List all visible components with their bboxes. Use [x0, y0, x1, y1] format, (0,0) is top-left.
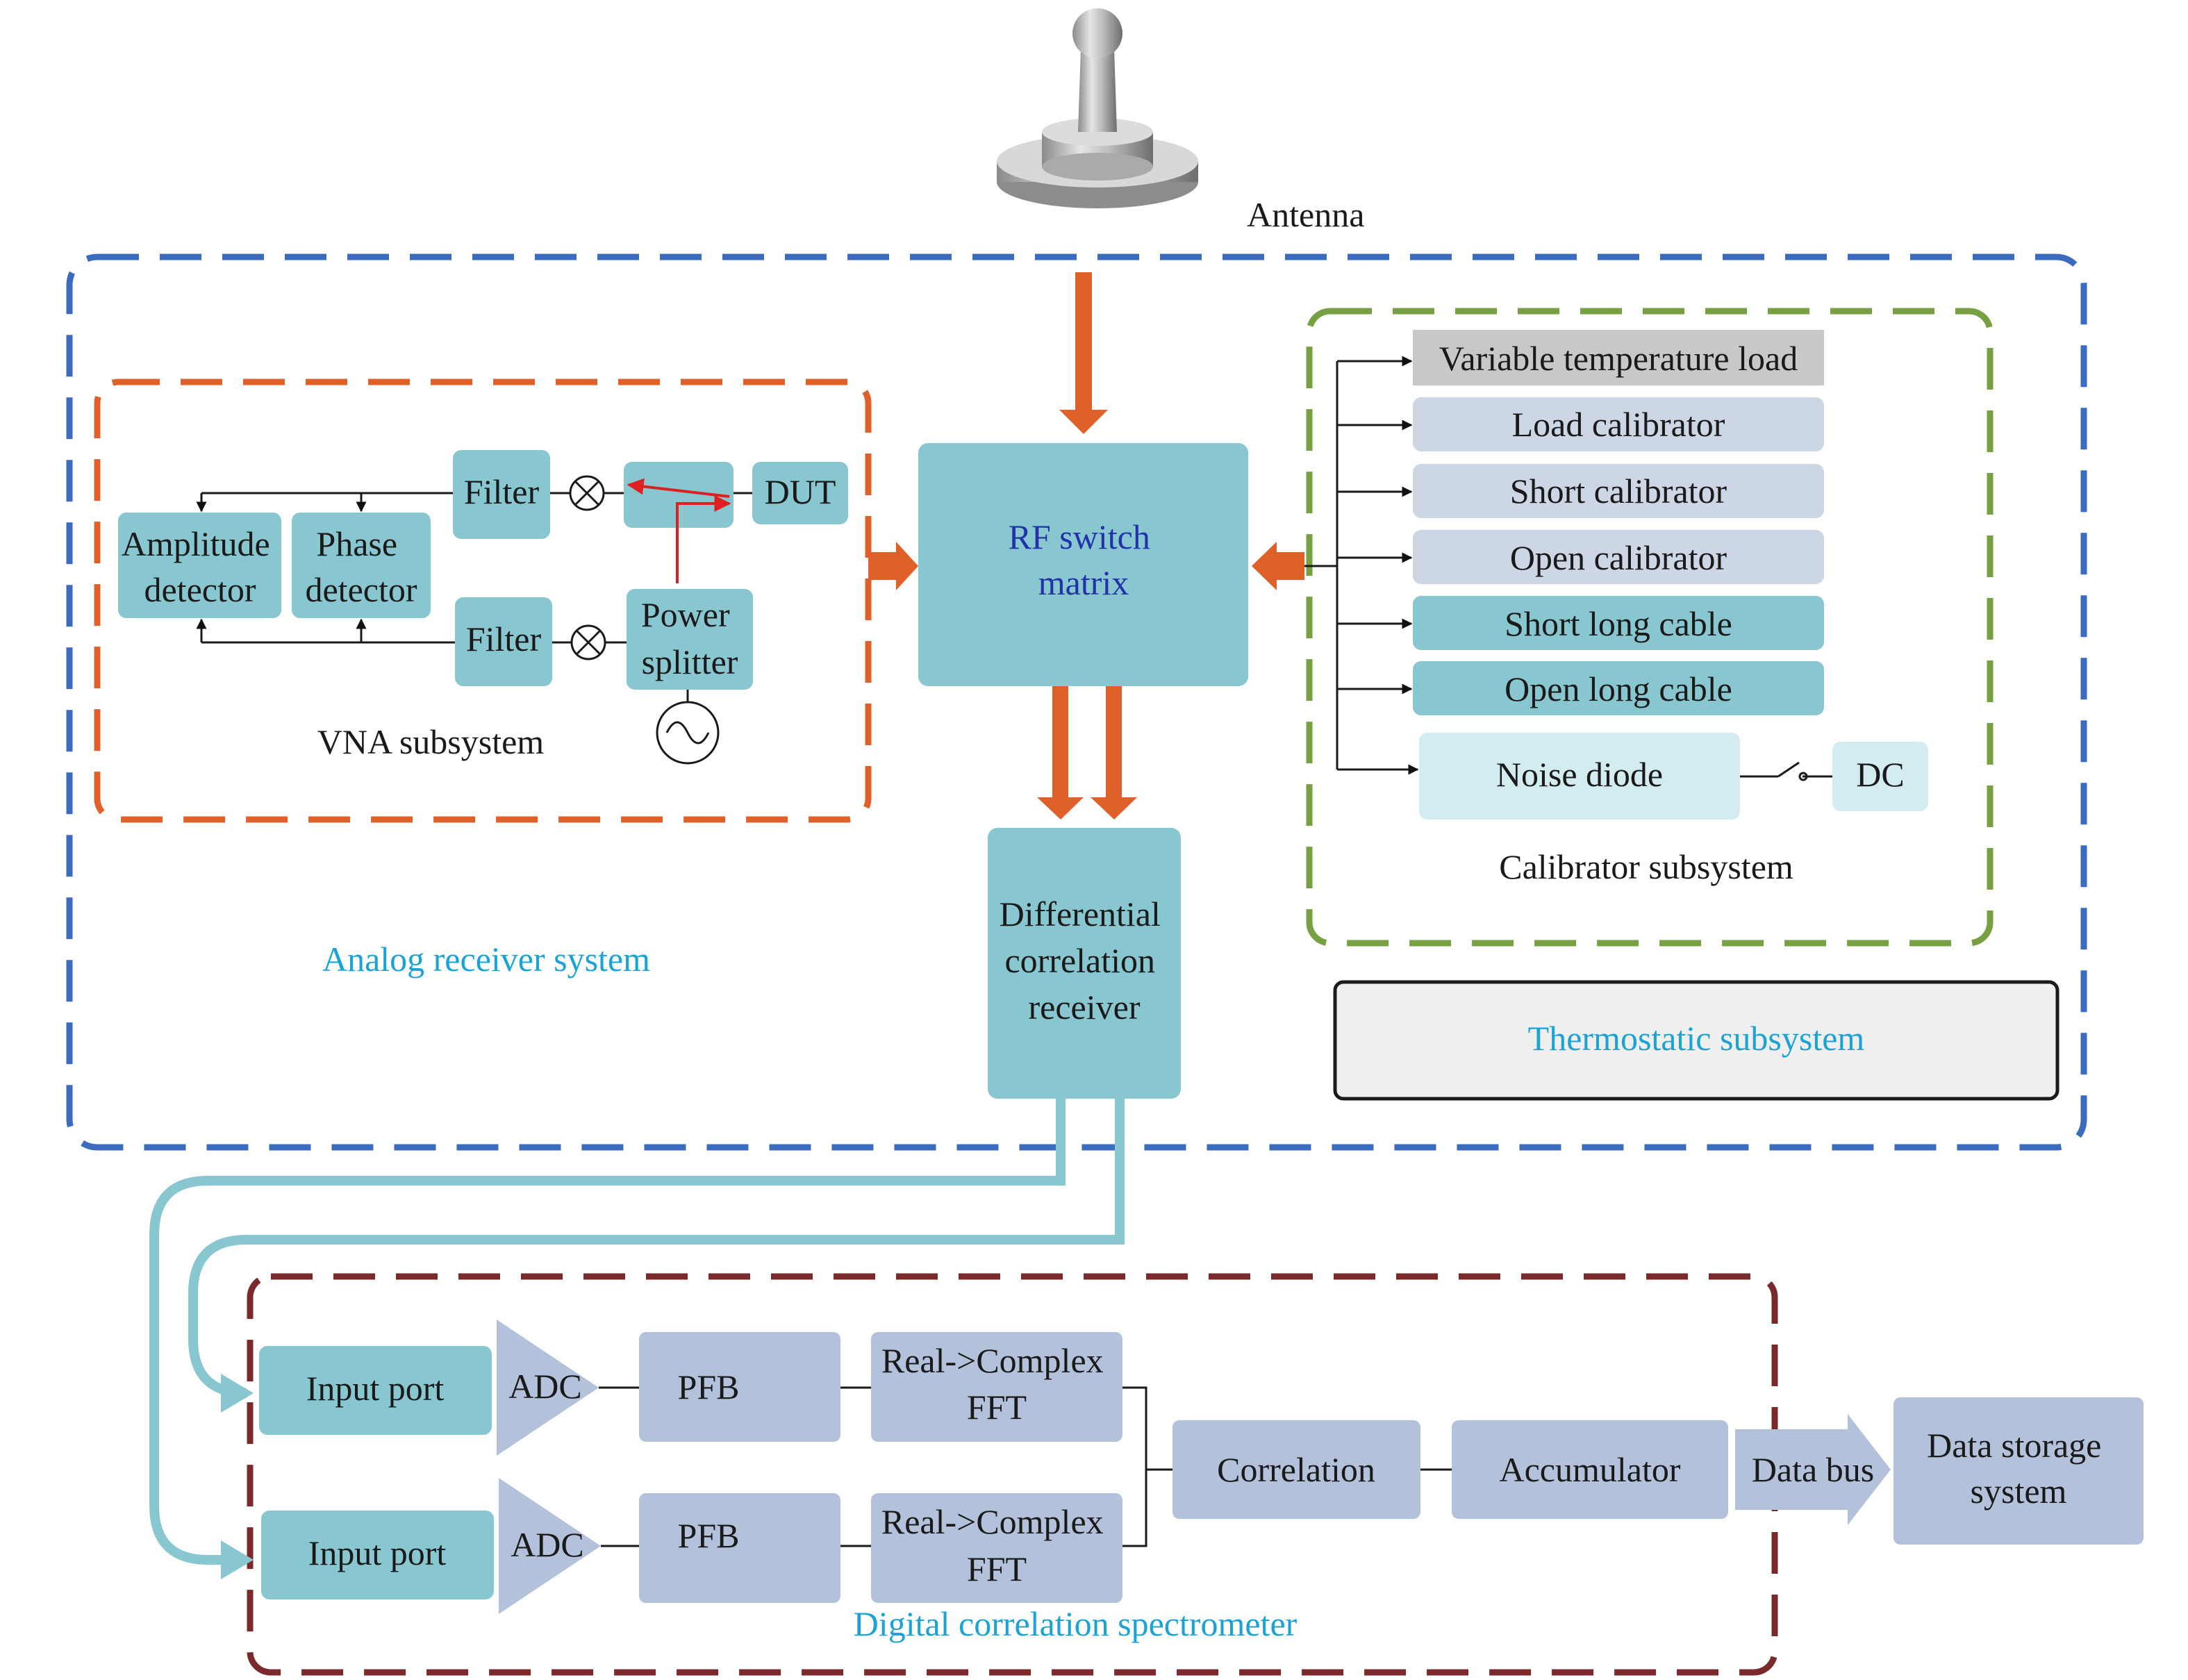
thermostatic-subsystem-box: [1333, 980, 2059, 1101]
amplitude-detector-label: Amplitude detector: [122, 524, 279, 609]
analog-receiver-container: [66, 253, 2087, 1151]
filter-bottom-box: [455, 597, 552, 686]
vna-subsystem-container: [94, 379, 872, 823]
data-storage-system-label: Data storage system: [1927, 1426, 2110, 1511]
switch-to-receiver-arrow-2: [1091, 686, 1137, 820]
dc-source-box: [1832, 742, 1928, 811]
vna-subsystem-label: VNA subsystem: [317, 722, 545, 761]
load-calibrator-box: [1413, 397, 1824, 451]
open-calibrator-label: Open calibrator: [1510, 538, 1727, 577]
antenna-to-switch-arrow: [1059, 272, 1108, 434]
fft-2-label: Real->Complex FFT: [881, 1502, 1112, 1588]
filter-bottom-label: Filter: [466, 619, 542, 658]
mixer-top-icon: [569, 475, 605, 511]
open-calibrator-box: [1413, 530, 1824, 584]
filter-top-box: [453, 450, 550, 539]
dut-box: [752, 462, 848, 524]
coupler-forward-arrow: [676, 495, 731, 583]
analog-receiver-system-label: Analog receiver system: [322, 940, 650, 979]
filter-top-label: Filter: [464, 472, 540, 511]
load-calibrator-label: Load calibrator: [1512, 405, 1725, 444]
pfb-2-box: [639, 1493, 840, 1603]
power-splitter-box: [627, 589, 753, 690]
switch-to-receiver-arrow-1: [1037, 686, 1084, 820]
correlation-box: [1172, 1420, 1420, 1519]
receiver-output-cables: [149, 1099, 1125, 1565]
noise-diode-label: Noise diode: [1496, 755, 1663, 794]
correlation-label: Correlation: [1217, 1450, 1375, 1489]
short-calibrator-label: Short calibrator: [1510, 472, 1727, 510]
spectrometer-wiring: [599, 1386, 1452, 1547]
data-bus-arrow: [1735, 1414, 1891, 1525]
power-splitter-label: Power splitter: [641, 595, 738, 681]
short-calibrator-box: [1413, 464, 1824, 518]
input-port-2-box: [261, 1511, 494, 1599]
input-port-2-label: Input port: [308, 1533, 447, 1572]
amplitude-detector-box: [118, 513, 281, 618]
antenna-label: Antenna: [1247, 195, 1364, 234]
fft-2-box: [871, 1493, 1122, 1603]
mixer-bottom-icon: [570, 624, 606, 660]
accumulator-label: Accumulator: [1499, 1450, 1680, 1489]
phase-detector-box: [292, 513, 431, 618]
adc-1-label: ADC: [508, 1367, 582, 1406]
fft-1-box: [871, 1332, 1122, 1442]
pfb-2-label: PFB: [678, 1516, 740, 1555]
short-long-cable-label: Short long cable: [1505, 604, 1732, 643]
calibrator-wiring: [1304, 356, 1832, 781]
input-port-1-label: Input port: [306, 1369, 445, 1408]
pfb-1-label: PFB: [678, 1367, 740, 1406]
oscillator-source-icon: [656, 701, 720, 765]
input-port-1-box: [259, 1346, 492, 1435]
calibrator-subsystem-container: [1306, 308, 1994, 947]
noise-diode-box: [1419, 733, 1740, 820]
fft-1-label: Real->Complex FFT: [881, 1341, 1112, 1427]
adc-2-triangle: [499, 1478, 601, 1614]
adc-2-label: ADC: [511, 1525, 584, 1564]
variable-temperature-load-box: [1413, 330, 1824, 385]
open-long-cable-label: Open long cable: [1505, 669, 1732, 708]
short-long-cable-box: [1413, 596, 1824, 650]
differential-correlation-receiver-box: [988, 828, 1181, 1099]
rf-switch-matrix-box: [918, 443, 1248, 686]
pfb-1-box: [639, 1332, 840, 1442]
calibrator-subsystem-label: Calibrator subsystem: [1499, 847, 1793, 886]
cable-arrowheads: [221, 1374, 254, 1579]
rf-switch-matrix-label: RF switch matrix: [1009, 517, 1159, 602]
open-long-cable-box: [1413, 661, 1824, 715]
data-storage-system-box: [1893, 1397, 2144, 1545]
antenna-icon: [997, 8, 1198, 208]
vna-to-switch-arrow: [868, 542, 918, 590]
data-bus-label: Data bus: [1752, 1450, 1874, 1489]
thermostatic-subsystem-label: Thermostatic subsystem: [1528, 1019, 1865, 1058]
coupler-reverse-arrow: [627, 478, 730, 498]
calibrator-to-switch-arrow: [1252, 542, 1304, 590]
phase-detector-label: Phase detector: [305, 524, 417, 609]
signal-flow-arrows: [868, 272, 1304, 820]
variable-temperature-load-label: Variable temperature load: [1439, 339, 1798, 378]
differential-correlation-receiver-label: Differential correlation receiver: [1000, 895, 1170, 1026]
spectrometer-label: Digital correlation spectrometer: [854, 1604, 1298, 1643]
vna-wiring: [196, 492, 752, 702]
accumulator-box: [1452, 1420, 1728, 1519]
dut-label: DUT: [765, 472, 836, 511]
adc-1-triangle: [497, 1320, 599, 1456]
coupler-box: [624, 462, 734, 528]
dc-source-label: DC: [1856, 755, 1904, 794]
